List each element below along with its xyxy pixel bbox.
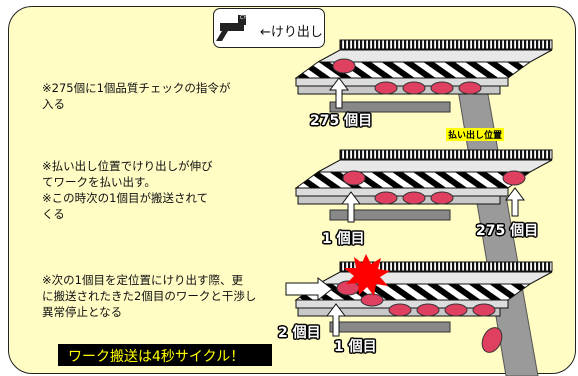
cycle-banner: ワーク搬送は4秒サイクル！	[58, 344, 272, 366]
kick-out-legend: CYL ←けり出し	[213, 8, 325, 48]
legend-label: ←けり出し	[260, 25, 323, 40]
step-2-note: ※払い出し位置でけり出しが伸び てワークを払い出す。 ※この時次の1個目が搬送さ…	[42, 158, 213, 222]
step-2-line-1: ※払い出し位置でけり出しが伸び	[42, 159, 213, 173]
kick-out-pusher-icon: CYL	[216, 15, 249, 41]
svg-text:CYL: CYL	[240, 15, 249, 21]
collision-burst-icon	[344, 254, 390, 296]
step-2-line-3: ※この時次の1個目が搬送されて	[42, 191, 209, 205]
step-2-line-4: くる	[42, 207, 65, 221]
step-2-line-2: てワークを払い出す。	[42, 175, 156, 189]
count-275-step2: 275 個目	[476, 223, 539, 239]
ejected-work	[481, 327, 503, 353]
step-1-line-1: ※275個に1個品質チェックの指令が	[42, 81, 231, 95]
step-3-line-3: 異常停止となる	[42, 305, 123, 319]
step-1-line-2: 入る	[42, 97, 65, 111]
step-1-note: ※275個に1個品質チェックの指令が 入る	[42, 80, 230, 112]
conveyor-1	[294, 39, 553, 113]
step-3-line-1: ※次の1個目を定位置にけり出す際、更	[42, 273, 243, 287]
discharge-position-label: 払い出し位置	[446, 128, 505, 141]
conveyor-2	[294, 149, 553, 223]
cycle-banner-text: ワーク搬送は4秒サイクル！	[68, 349, 245, 365]
step-3-line-2: に搬送されたきた2個目のワークと干渉し	[42, 289, 257, 303]
count-1-step3: 1 個目	[334, 339, 377, 355]
count-275-step1: 275 個目	[310, 113, 373, 129]
conveyor-3	[285, 254, 553, 337]
count-2-step3: 2 個目	[278, 325, 321, 341]
step-3-note: ※次の1個目を定位置にけり出す際、更 に搬送されたきた2個目のワークと干渉し 異…	[42, 272, 256, 320]
count-1-step2: 1 個目	[322, 231, 365, 247]
